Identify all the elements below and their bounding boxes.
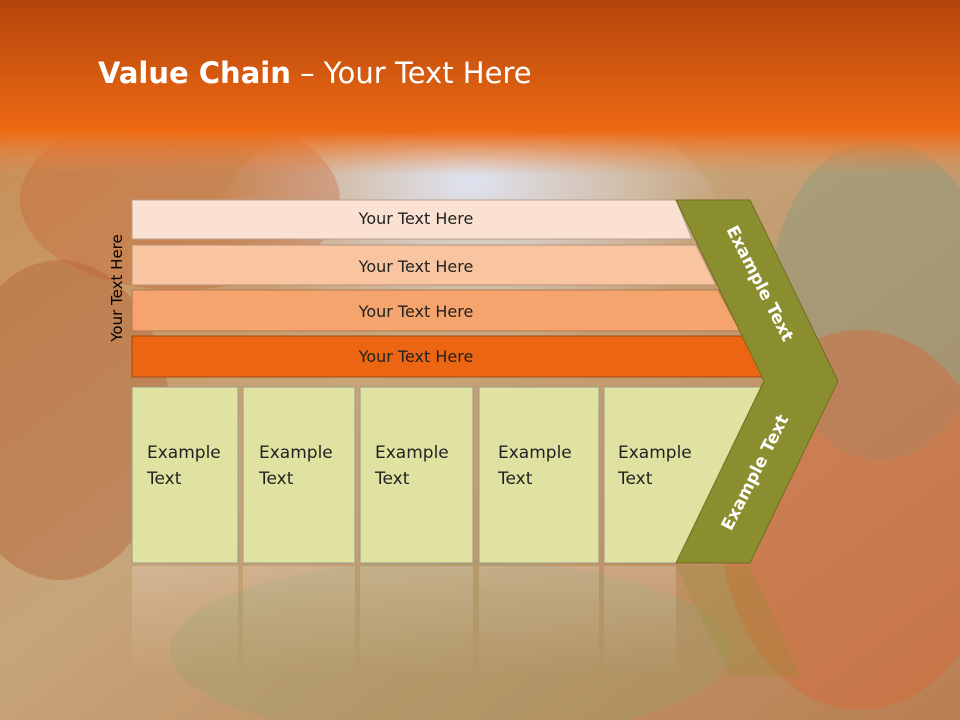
band-2: Your Text Here (131, 244, 717, 286)
box-5-line2: Text (617, 469, 653, 489)
band-4: Your Text Here (131, 335, 765, 378)
box-1: Example Text (131, 386, 239, 564)
side-label: Your Text Here (108, 234, 126, 342)
title-bold: Value Chain (98, 56, 291, 90)
reflection (132, 566, 800, 676)
box-2-line2: Text (258, 469, 294, 489)
page-title: Value Chain – Your Text Here (98, 56, 532, 90)
box-1-line2: Text (146, 469, 182, 489)
box-3-line2: Text (374, 469, 410, 489)
box-4-line1: Example (498, 443, 572, 463)
title-rest: – Your Text Here (290, 56, 532, 90)
box-1-line1: Example (147, 443, 221, 463)
band-3-label: Your Text Here (358, 302, 474, 321)
band-1-label: Your Text Here (358, 209, 474, 228)
band-3: Your Text Here (131, 289, 741, 332)
band-4-label: Your Text Here (358, 347, 474, 366)
band-1: Your Text Here (131, 199, 693, 240)
box-4: Example Text (478, 386, 600, 564)
box-4-line2: Text (497, 469, 533, 489)
box-2: Example Text (242, 386, 356, 564)
box-5-line1: Example (618, 443, 692, 463)
band-2-label: Your Text Here (358, 257, 474, 276)
box-3-line1: Example (375, 443, 449, 463)
box-2-line1: Example (259, 443, 333, 463)
box-3: Example Text (359, 386, 474, 564)
